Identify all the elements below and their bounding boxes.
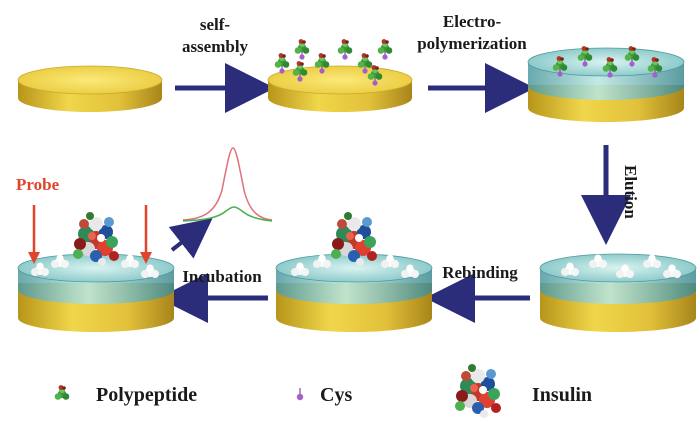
legend: Polypeptide Cys Insulin	[54, 364, 592, 418]
legend-polypeptide: Polypeptide	[96, 384, 197, 406]
gold-electrode-with-polypeptides	[267, 39, 413, 112]
signal-red-peak	[182, 147, 273, 221]
imprinted-electrode-empty	[539, 253, 697, 332]
polymer-coated-electrode	[527, 46, 685, 122]
legend-insulin: Insulin	[532, 384, 592, 406]
label-rebinding: Rebinding	[442, 263, 518, 282]
label-electro: Electro-	[443, 12, 502, 31]
signal-green-peak	[182, 206, 273, 222]
legend-cys: Cys	[320, 384, 352, 406]
label-self: self-	[200, 15, 231, 34]
arrow-to-signal	[168, 218, 213, 259]
imprinted-electrode-with-insulin	[275, 212, 433, 332]
label-elution: Elution	[621, 165, 640, 219]
insulin-icon	[455, 364, 501, 418]
cys-icon	[296, 388, 304, 401]
label-polymerization: polymerization	[417, 34, 527, 53]
signal-peaks	[182, 147, 273, 222]
polypeptide-icon	[54, 385, 70, 400]
label-incubation: Incubation	[182, 267, 262, 286]
label-probe: Probe	[16, 175, 60, 194]
sensing-electrode-with-probe	[17, 212, 175, 332]
label-assembly: assembly	[182, 37, 249, 56]
bare-gold-electrode	[17, 65, 163, 112]
